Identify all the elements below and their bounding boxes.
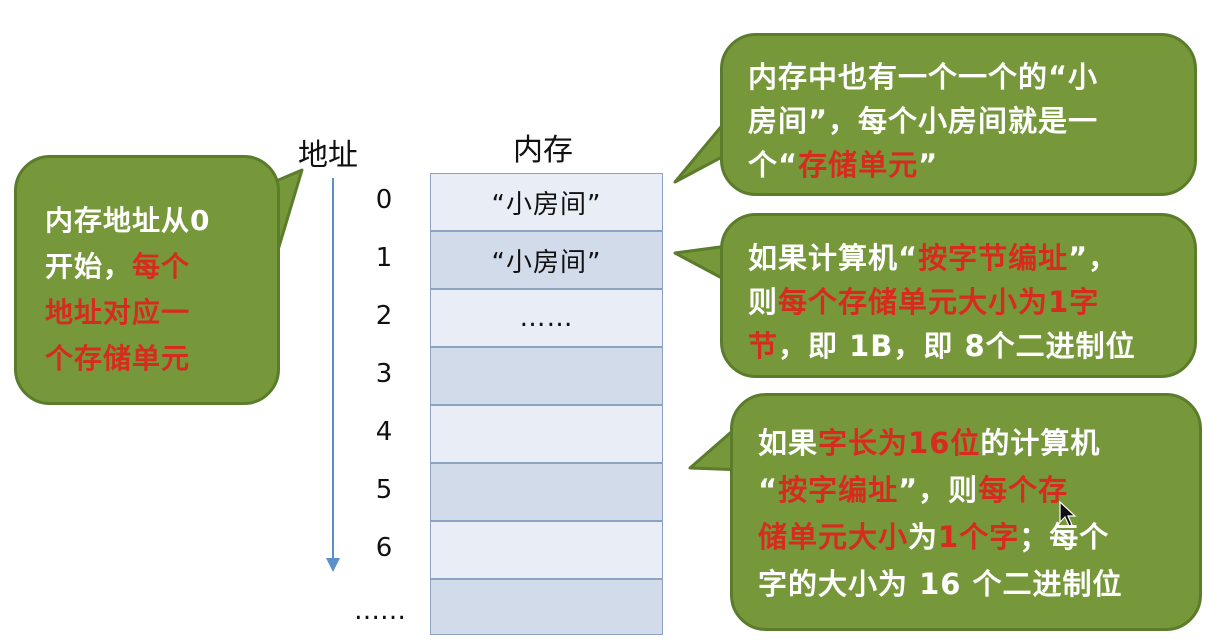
bubble-word-addressing: 如果字长为16位的计算机 “按字编址”，则每个存 储单元大小为1个字；每个 字的… xyxy=(730,393,1202,631)
memory-cell-1: “小房间” xyxy=(430,231,663,289)
bubble-mid-line-1-highlight: 按字节编址 xyxy=(918,241,1069,275)
bubble-bottom-line-2: “按字编址”，则每个存 xyxy=(758,467,1199,514)
bubble-top-line-3-c: ” xyxy=(918,148,939,182)
bubble-mid-line-3-highlight: 节 xyxy=(748,329,779,363)
bubble-bottom-line-1-c: 的计算机 xyxy=(980,426,1101,460)
bubble-bottom-line-1-a: 如果 xyxy=(758,426,819,460)
bubble-left-line-4: 个存储单元 xyxy=(45,342,191,375)
memory-header: 内存 xyxy=(513,133,573,168)
memory-cell-2: …… xyxy=(430,289,663,347)
address-label-5: 5 xyxy=(375,475,393,505)
address-label-1: 1 xyxy=(375,243,393,273)
bubble-mid-line-2-highlight: 每个存储单元大小为 xyxy=(778,285,1049,319)
bubble-address-start: 内存地址从0 开始，每个 地址对应一 个存储单元 xyxy=(14,155,280,405)
bubble-bottom-line-2-c: ”，则 xyxy=(898,473,979,507)
mouse-cursor-icon xyxy=(1059,500,1077,527)
bubble-mid-line-1-a: 如果计算机“ xyxy=(748,241,919,275)
bubble-bottom-line-4: 字的大小为 16 个二进制位 xyxy=(758,567,1123,601)
address-label-6: 6 xyxy=(375,533,393,563)
bubble-mid-line-3: 节，即 1B，即 8个二进制位 xyxy=(748,324,1194,368)
address-label-more: …… xyxy=(354,596,406,626)
bubble-bottom-line-3-highlight: 储单元大小 xyxy=(758,520,909,554)
bubble-mid-line-3-b: ，即 1B，即 8个二进制位 xyxy=(778,329,1136,363)
bubble-left-line-2-text: 开始， xyxy=(45,250,133,283)
address-label-4: 4 xyxy=(375,417,393,447)
bubble-memory-rooms: 内存中也有一个一个的“小 房间”，每个小房间就是一 个“存储单元” xyxy=(720,33,1197,196)
address-axis-arrowhead xyxy=(326,558,340,572)
bubble-left-line-3: 地址对应一 xyxy=(45,296,191,329)
bubble-bottom-line-3-d: ；每个 xyxy=(1019,520,1110,554)
memory-cell-0: “小房间” xyxy=(430,173,663,231)
bubble-bottom-line-3: 储单元大小为1个字；每个 xyxy=(758,514,1199,561)
address-header: 地址 xyxy=(298,138,358,173)
bubble-bottom-line-1: 如果字长为16位的计算机 xyxy=(758,420,1199,467)
bubble-mid-line-1-c: ”， xyxy=(1068,241,1119,275)
bubble-byte-addressing: 如果计算机“按字节编址”， 则每个存储单元大小为1字 节，即 1B，即 8个二进… xyxy=(720,213,1197,378)
bubble-bottom-line-2-highlight-2: 每个存 xyxy=(978,473,1069,507)
address-label-0: 0 xyxy=(375,185,393,215)
bubble-left-line-2-highlight: 每个 xyxy=(132,250,191,283)
bubble-top-line-3-highlight: 存储单元 xyxy=(798,148,919,182)
memory-cell-3 xyxy=(430,347,663,405)
address-label-2: 2 xyxy=(375,301,393,331)
bubble-mid-line-2-highlight-2: 1字 xyxy=(1048,285,1100,319)
bubble-mid-line-1: 如果计算机“按字节编址”， xyxy=(748,236,1194,280)
bubble-bottom-line-2-a: “ xyxy=(758,473,779,507)
bubble-top-line-3-a: 个“ xyxy=(748,148,799,182)
bubble-bottom-line-3-b: 为 xyxy=(908,520,939,554)
bubble-left-line-1: 内存地址从0 xyxy=(45,204,211,237)
address-label-3: 3 xyxy=(375,359,393,389)
memory-cell-6 xyxy=(430,521,663,579)
bubble-bottom-line-2-highlight: 按字编址 xyxy=(778,473,899,507)
memory-cell-7 xyxy=(430,579,663,635)
memory-cell-4 xyxy=(430,405,663,463)
bubble-left-line-2: 开始，每个 xyxy=(45,244,277,290)
bubble-mid-line-2: 则每个存储单元大小为1字 xyxy=(748,280,1194,324)
bubble-top-line-2: 房间”，每个小房间就是一 xyxy=(748,104,1099,138)
bubble-bottom-line-3-highlight-2: 1个字 xyxy=(938,520,1020,554)
bubble-mid-line-2-a: 则 xyxy=(748,285,779,319)
bubble-top-line-1: 内存中也有一个一个的“小 xyxy=(748,60,1099,94)
bubble-bottom-line-1-highlight: 字长为16位 xyxy=(818,426,981,460)
bubble-top-line-3: 个“存储单元” xyxy=(748,143,1194,187)
memory-cell-5 xyxy=(430,463,663,521)
